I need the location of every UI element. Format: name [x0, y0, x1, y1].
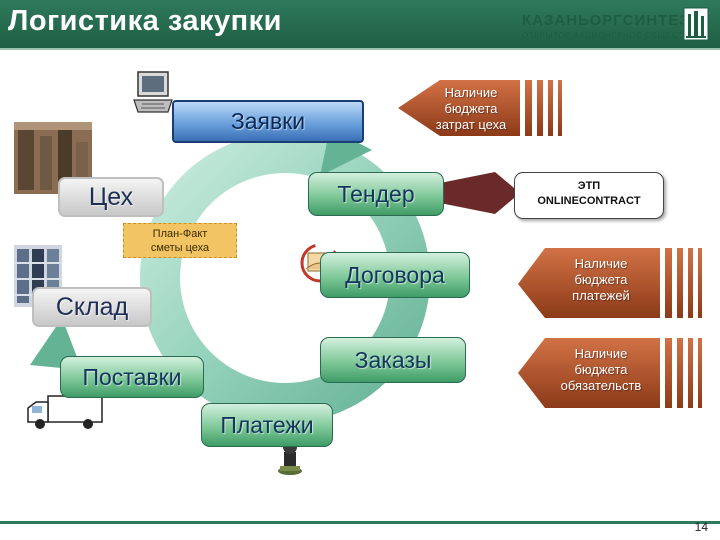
- budget-payments-line2: бюджета: [574, 272, 628, 287]
- sklad-label: Склад: [55, 292, 129, 321]
- tsekh-box: Цех: [58, 177, 164, 217]
- etp-line1: ЭТП: [577, 180, 601, 192]
- dogovora-label: Договора: [345, 261, 445, 288]
- plan-fact-note: План-Факт сметы цеха: [123, 223, 237, 258]
- budget-arrow-payments: [518, 248, 660, 318]
- budget-cost-line1: Наличие: [444, 85, 498, 100]
- postavki-box: Поставки: [60, 356, 204, 398]
- budget-obligations-line2: бюджета: [574, 362, 628, 377]
- company-emblem-icon: [683, 7, 709, 41]
- zakazy-label: Заказы: [354, 346, 432, 373]
- budget-obligations-line3: обязательств: [560, 378, 642, 393]
- budget-obligations-text: Наличие бюджета обязательств: [545, 346, 657, 394]
- company-logo-subtitle: ОТКРЫТОЕ АКЦИОНЕРНОЕ ОБЩЕСТВО: [522, 31, 696, 40]
- platezhi-label: Платежи: [220, 411, 314, 438]
- tender-etp-arrow: [440, 172, 520, 214]
- budget-cost-line2: бюджета: [444, 101, 498, 116]
- postavki-label: Поставки: [82, 363, 182, 390]
- zayavki-label: Заявки: [230, 108, 306, 134]
- delivery-truck-icon: [27, 395, 103, 429]
- page-title: Логистика закупки: [8, 5, 282, 37]
- budget-arrow-obligations: [518, 338, 660, 408]
- page-number: 14: [694, 520, 708, 534]
- zakazy-box: Заказы: [320, 337, 466, 383]
- etp-box: ЭТП ONLINECONTRACT: [514, 172, 664, 219]
- plan-fact-line1: План-Факт: [152, 227, 208, 240]
- budget-payments-line3: платежей: [572, 288, 630, 303]
- footer-divider: [0, 521, 720, 524]
- plan-fact-line2: сметы цеха: [150, 241, 210, 254]
- budget-payments-line1: Наличие: [574, 256, 628, 271]
- platezhi-box: Платежи: [201, 403, 333, 447]
- tsekh-label: Цех: [88, 182, 134, 211]
- dogovora-box: Договора: [320, 252, 470, 298]
- zayavki-box: Заявки: [172, 100, 364, 143]
- computer-icon: [133, 71, 173, 113]
- budget-cost-line3: затрат цеха: [435, 117, 507, 132]
- budget-arrow-cost: [398, 80, 520, 136]
- company-logo-name: КАЗАНЬОРГСИНТЕЗ: [522, 12, 690, 29]
- etp-line2: ONLINECONTRACT: [537, 195, 641, 207]
- header-divider: [0, 48, 720, 50]
- factory-workshop-icon: [14, 122, 92, 194]
- header-bar: Логистика закупки КАЗАНЬОРГСИНТЕЗ ОТКРЫТ…: [0, 0, 720, 48]
- sklad-box: Склад: [32, 287, 152, 327]
- tender-label: Тендер: [337, 180, 415, 207]
- tender-box: Тендер: [308, 172, 444, 216]
- budget-obligations-line1: Наличие: [574, 346, 628, 361]
- budget-payments-text: Наличие бюджета платежей: [545, 256, 657, 304]
- budget-cost-text: Наличие бюджета затрат цеха: [425, 85, 517, 133]
